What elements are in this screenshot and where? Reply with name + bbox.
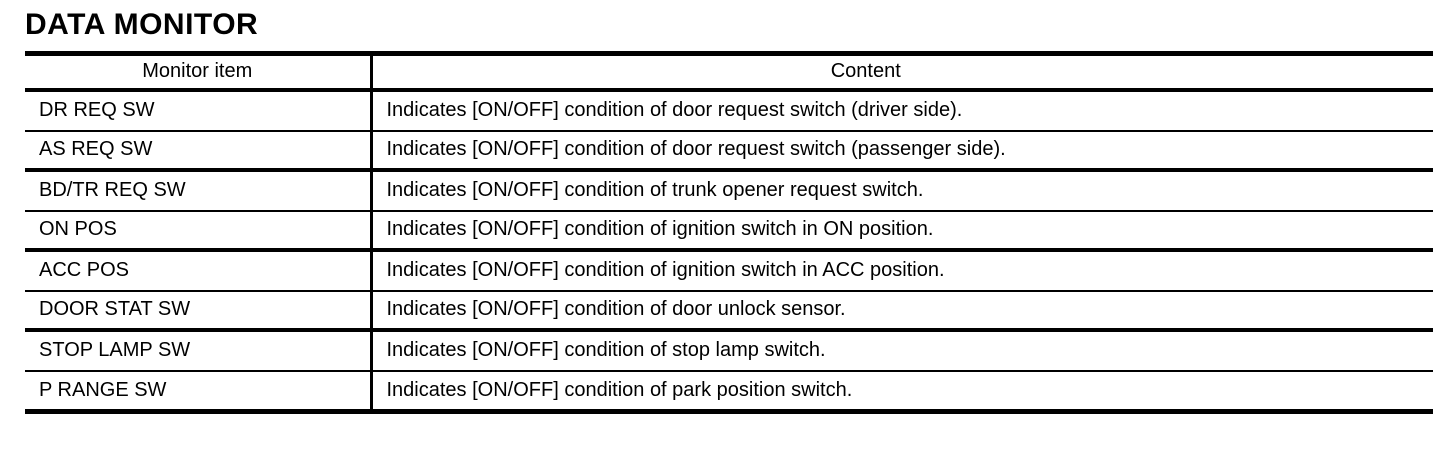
column-header-monitor-item: Monitor item — [25, 53, 373, 92]
content-cell: Indicates [ON/OFF] condition of door req… — [371, 130, 1433, 172]
table-row: P RANGE SW Indicates [ON/OFF] condition o… — [25, 370, 1433, 412]
table-header-row: Monitor item Content — [25, 53, 1433, 92]
content-cell: Indicates [ON/OFF] condition of door unl… — [371, 290, 1433, 332]
content-cell: Indicates [ON/OFF] condition of door req… — [371, 89, 1433, 132]
monitor-item-cell: BD/TR REQ SW — [25, 169, 373, 212]
content-cell: Indicates [ON/OFF] condition of trunk op… — [371, 169, 1433, 212]
monitor-item-cell: DOOR STAT SW — [25, 290, 373, 332]
monitor-item-cell: AS REQ SW — [25, 130, 373, 172]
monitor-item-cell: ACC POS — [25, 249, 373, 292]
monitor-item-cell: P RANGE SW — [25, 370, 373, 412]
content-cell: Indicates [ON/OFF] condition of stop lam… — [371, 329, 1433, 372]
monitor-item-cell: DR REQ SW — [25, 89, 373, 132]
content-cell: Indicates [ON/OFF] condition of park pos… — [386, 378, 853, 401]
monitor-item-cell: STOP LAMP SW — [25, 329, 373, 372]
monitor-item-cell: ON POS — [25, 210, 373, 252]
content-cell: Indicates [ON/OFF] condition of ignition… — [371, 249, 1433, 292]
column-header-content: Content — [371, 53, 1433, 92]
content-cell: Indicates [ON/OFF] condition of ignition… — [371, 210, 1433, 252]
page-title: DATA MONITOR — [25, 8, 259, 41]
